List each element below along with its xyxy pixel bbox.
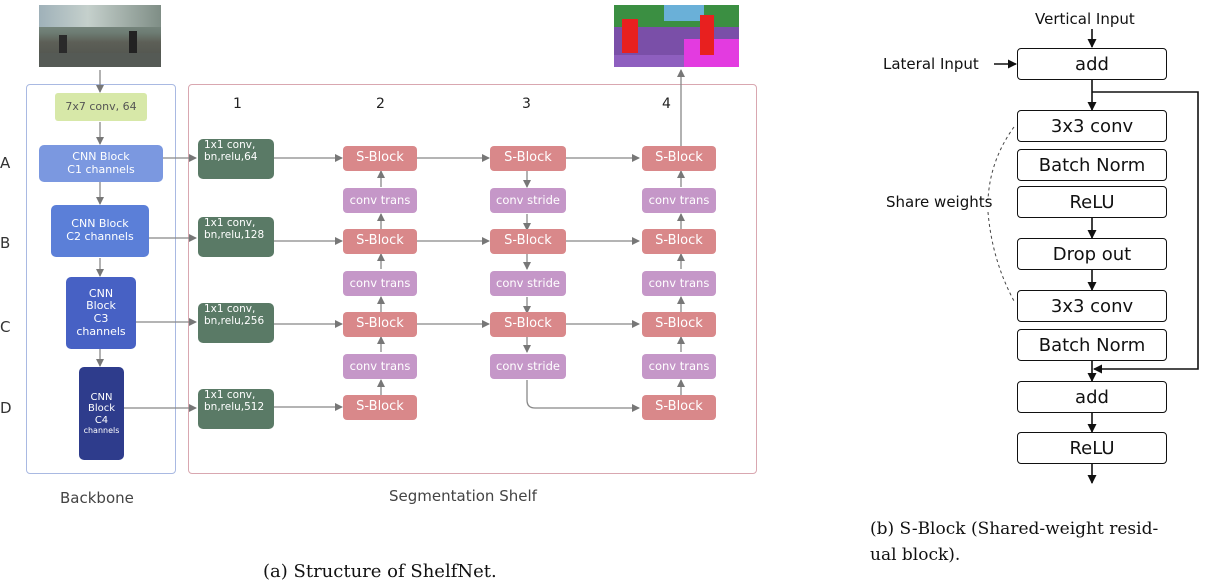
sblock-col2-row4: S-Block <box>343 395 417 420</box>
conv-trans-col4-1: conv trans <box>642 188 716 213</box>
conv-trans-col4-3: conv trans <box>642 354 716 379</box>
conv-stride-col3-3: conv stride <box>490 354 566 379</box>
backbone-frame <box>26 84 176 474</box>
sblock-col2-row1: S-Block <box>343 146 417 171</box>
caption-b-line1: (b) S-Block (Shared-weight resid- <box>870 519 1159 539</box>
sblock-col2-row3: S-Block <box>343 312 417 337</box>
share-weights-label: Share weights <box>886 193 993 211</box>
segmentation-shelf-frame <box>188 84 757 474</box>
conv-trans-col2-3: conv trans <box>343 354 417 379</box>
vertical-input-label: Vertical Input <box>1035 10 1135 28</box>
conv-trans-col2-1: conv trans <box>343 188 417 213</box>
row-label-c: C <box>0 318 11 336</box>
relu-block-2: ReLU <box>1017 432 1167 464</box>
cnn-block-text: channels <box>76 324 126 338</box>
add-residual-block: add <box>1017 381 1167 413</box>
conv-stride-col3-2: conv stride <box>490 271 566 296</box>
batch-norm-block-2: Batch Norm <box>1017 329 1167 361</box>
conv3x3-block-1: 3x3 conv <box>1017 110 1167 142</box>
relu-block-1: ReLU <box>1017 186 1167 218</box>
conv1x1-text: 1x1 conv, <box>204 139 256 151</box>
conv1x1-text: bn,relu,256 <box>204 315 265 328</box>
sblock-col4-row2: S-Block <box>642 229 716 254</box>
row-label-b: B <box>0 234 11 252</box>
cnn-block-text: CNN Block <box>72 149 130 163</box>
sblock-col3-row3: S-Block <box>490 312 566 337</box>
row-label-d: D <box>0 399 12 417</box>
conv-stride-col3-1: conv stride <box>490 188 566 213</box>
cnn-block-text: CNN Block <box>71 217 129 231</box>
conv1x1-block-1: 1x1 conv,bn,relu,64 <box>198 139 274 179</box>
conv1x1-block-4: 1x1 conv,bn,relu,512 <box>198 389 274 429</box>
segmentation-output-image <box>614 5 739 67</box>
column-label-4: 4 <box>662 96 671 112</box>
caption-a: (a) Structure of ShelfNet. <box>263 561 497 582</box>
sblock-col3-row1: S-Block <box>490 146 566 171</box>
add-input-block: add <box>1017 48 1167 80</box>
cnn-block-text: CNN <box>90 391 113 403</box>
cnn-block-text: C1 channels <box>67 162 135 176</box>
cnn-block-text: C4 <box>94 414 109 426</box>
column-label-3: 3 <box>522 96 531 112</box>
column-label-1: 1 <box>233 96 242 112</box>
input-street-image <box>39 5 161 67</box>
sblock-col4-row4: S-Block <box>642 395 716 420</box>
conv7x7-block: 7x7 conv, 64 <box>55 93 147 121</box>
lateral-input-label: Lateral Input <box>883 55 979 73</box>
column-label-2: 2 <box>376 96 385 112</box>
cnn-block-text: Block <box>87 403 116 415</box>
sblock-col2-row2: S-Block <box>343 229 417 254</box>
conv1x1-text: 1x1 conv, <box>204 389 256 401</box>
row-label-a: A <box>0 154 11 172</box>
backbone-label: Backbone <box>60 489 134 507</box>
conv1x1-block-3: 1x1 conv,bn,relu,256 <box>198 303 274 343</box>
cnn-block-text: C2 channels <box>66 230 134 243</box>
conv-trans-col4-2: conv trans <box>642 271 716 296</box>
caption-b-line2: ual block). <box>870 545 961 565</box>
conv1x1-text: 1x1 conv, <box>204 303 256 315</box>
conv-trans-col2-2: conv trans <box>343 271 417 296</box>
conv1x1-text: bn,relu,128 <box>204 229 265 242</box>
cnn-block-text: Block <box>86 299 116 313</box>
cnn-block-text: CNN <box>88 286 114 300</box>
sblock-col4-row3: S-Block <box>642 312 716 337</box>
batch-norm-block-1: Batch Norm <box>1017 149 1167 181</box>
cnn-block-text: C3 <box>93 312 109 325</box>
dropout-block: Drop out <box>1017 238 1167 270</box>
conv3x3-block-2: 3x3 conv <box>1017 290 1167 322</box>
conv1x1-text: 1x1 conv, <box>204 217 256 229</box>
conv1x1-text: bn,relu,512 <box>204 401 265 414</box>
conv1x1-text: bn,relu,64 <box>204 151 258 164</box>
segmentation-shelf-label: Segmentation Shelf <box>389 487 537 505</box>
conv1x1-block-2: 1x1 conv,bn,relu,128 <box>198 217 274 257</box>
sblock-col3-row2: S-Block <box>490 229 566 254</box>
sblock-col4-row1: S-Block <box>642 146 716 171</box>
cnn-block-text: channels <box>83 426 120 436</box>
